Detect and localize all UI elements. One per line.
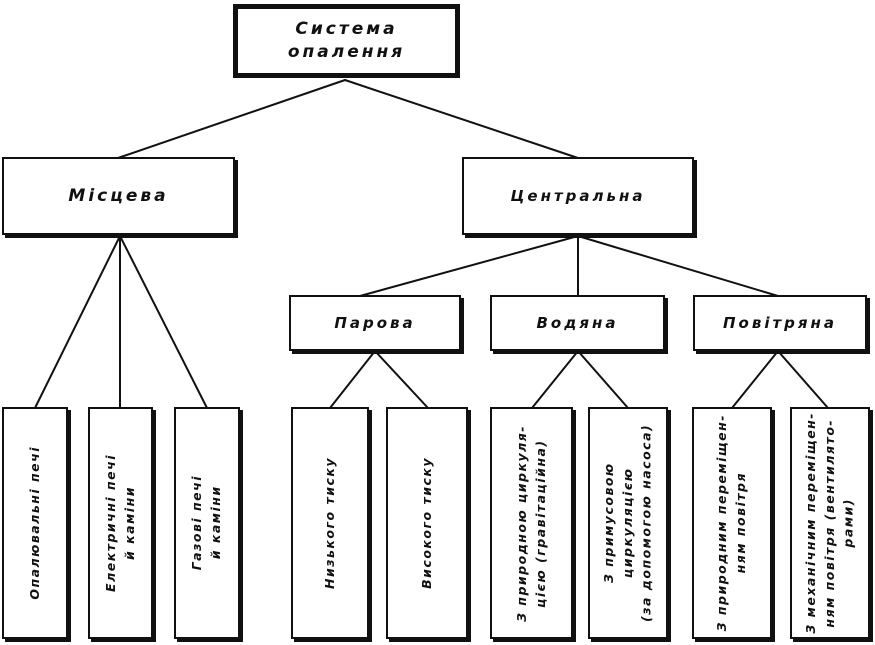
link-steam-high [374,350,429,409]
leaf-high-pressure: Високого тиску [386,407,468,639]
node-heating-system-label: Система опалення [287,19,406,62]
node-water-label: Водяна [536,313,619,332]
node-water: Водяна [490,295,665,351]
link-root-local [117,79,346,159]
link-root-central [344,79,579,159]
leaf-air-natural-label: З природним переміщен- ням повітря [714,414,748,632]
leaf-air-natural: З природним переміщен- ням повітря [692,407,772,639]
node-steam-label: Парова [334,313,416,332]
link-local-gas [119,235,208,409]
leaf-electric-stoves: Електричні печі й каміни [88,407,153,639]
leaf-heating-stoves: Опалювальні печі [2,407,68,639]
leaf-water-natural-label: З природною циркуля- цією (гравітаційна) [513,424,548,622]
link-air-mechanical [777,350,829,409]
leaf-gas-stoves: Газові печі й каміни [174,407,240,639]
leaf-water-forced: З примусовою циркуляцією (за допомогою н… [588,407,668,639]
leaf-high-pressure-label: Високого тиску [418,457,434,589]
link-steam-low [329,350,376,409]
link-water-natural [531,350,579,409]
link-water-forced [577,350,629,409]
node-steam: Парова [289,295,461,351]
link-air-natural [731,350,779,409]
leaf-gas-stoves-label: Газові печі й каміни [189,475,223,571]
leaf-water-forced-label: З примусовою циркуляцією (за допомогою н… [600,423,654,623]
link-central-steam [359,235,579,297]
link-local-stoves [34,235,121,409]
node-air: Повітряна [693,295,867,351]
node-local-label: Місцева [68,185,169,206]
link-central-air [577,235,779,297]
node-local: Місцева [2,157,235,235]
leaf-low-pressure-label: Низького тиску [321,457,337,589]
leaf-air-mechanical-label: З механічним переміщен- ням повітря (вен… [802,412,856,634]
leaf-air-mechanical: З механічним переміщен- ням повітря (вен… [790,407,870,639]
node-central: Центральна [462,157,694,235]
leaf-heating-stoves-label: Опалювальні печі [26,446,42,600]
leaf-low-pressure: Низького тиску [291,407,369,639]
leaf-water-natural: З природною циркуля- цією (гравітаційна) [490,407,573,639]
node-central-label: Центральна [510,186,646,205]
leaf-electric-stoves-label: Електричні печі й каміни [102,454,137,592]
node-air-label: Повітряна [722,313,838,332]
node-heating-system: Система опалення [233,4,460,78]
